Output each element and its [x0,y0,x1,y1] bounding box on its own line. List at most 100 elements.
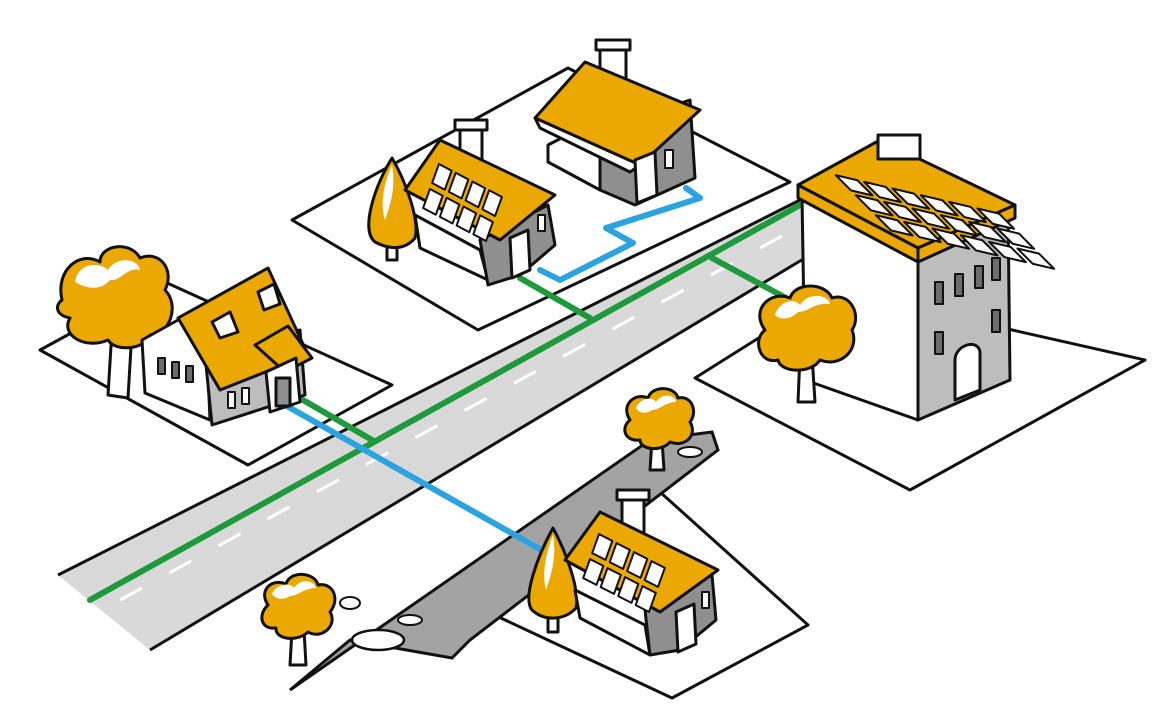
footpath-stone-3 [339,596,361,610]
solar-panel [481,189,503,217]
water-line-back [537,185,703,283]
apartment-roof-unit [876,133,922,161]
path-tree-right-crown [623,387,695,450]
left-house-window-3 [185,365,194,383]
power-line-to-center-house [517,275,593,321]
solar-panel [472,214,494,242]
road-dash [414,424,439,439]
solar-panel [582,558,605,586]
apartment-window-1 [934,281,944,305]
solar-panel [591,533,614,561]
left-house [56,245,314,427]
front-house-door [674,602,698,654]
apartment-window-3 [974,265,984,289]
center-tree-snow [382,165,394,220]
road-dash [513,370,537,385]
solar-panel [422,188,444,216]
power-line-main [87,202,803,603]
apartment-door [953,342,982,402]
road [57,198,806,652]
solar-panel [455,205,478,234]
solar-panel [617,576,640,604]
utility-lines [87,185,803,603]
left-house-gable [253,324,314,374]
center-house-door [508,228,532,280]
apartment-solar-panels [834,174,1056,270]
solar-panel [464,180,487,209]
solar-panel [891,187,931,210]
center-house-solar-panels [422,163,503,242]
solar-panel [911,207,951,230]
solar-panel [643,560,666,588]
front-house-tree [527,526,579,634]
road-surface [58,200,805,650]
solar-panel [976,207,1016,230]
back-house-door [633,150,659,205]
solar-panel [634,585,657,613]
left-house-window-4 [227,391,236,409]
solar-panel [599,567,622,595]
center-solar-house [367,118,557,287]
footpath-stone-1 [350,628,406,652]
left-house-window-1 [157,357,166,375]
center-house-window [537,214,546,232]
road-dash [660,288,685,304]
left-house-tree [56,245,174,400]
center-tree-crown [367,156,418,249]
apartment-window-4 [991,257,1001,281]
solar-panel [959,234,999,257]
road-dash [759,234,783,250]
front-solar-house [527,488,720,657]
road-edge-bottom [149,256,806,652]
road-dash [168,559,192,575]
solar-panel [919,194,959,217]
front-tree-snow [544,535,555,590]
road-dash [316,478,340,494]
apartment-window-2 [954,273,964,297]
solar-panel [903,220,942,244]
solar-panel [996,227,1036,250]
center-house-tree [367,156,418,262]
solar-panel [608,542,631,570]
apartment-tree [757,284,858,404]
center-house-chimney-cap [453,118,489,132]
road-center-dashes [119,234,783,602]
footpath-stone-2 [397,614,423,626]
apartment-window-5 [934,331,944,355]
front-house-solar-panels [582,533,666,613]
solar-panel [863,180,902,204]
solar-panel [988,240,1027,264]
solar-panel [883,200,922,224]
road-dash [611,315,636,331]
left-house-dormer-window-2 [256,282,282,312]
left-house-dormer-window-1 [210,310,240,340]
apartment-window-6 [991,309,1001,333]
left-house-door [274,376,292,408]
back-house-roof-eave [533,116,642,174]
road-dash [266,505,291,521]
path-tree-left [260,572,337,667]
left-house-window-5 [241,387,250,405]
road-dash [119,586,143,602]
road-dash [562,342,586,358]
solar-panel [834,174,874,197]
apartment-tree-snow [775,295,830,319]
road-dash [463,397,488,412]
solar-panel [854,194,894,217]
solar-panel [438,196,461,225]
path-tree-right [623,387,695,472]
left-tree-snow [75,260,140,288]
power-line-to-left-house [300,397,375,443]
front-house-chimney-cap [615,488,651,502]
solar-panel [948,200,987,224]
solar-panel [874,214,914,237]
back-house-window [664,149,674,169]
solar-panel [447,171,470,200]
solar-panel [931,227,971,250]
footpath-stone-4 [677,446,703,458]
solar-panel [1016,247,1056,270]
back-house [533,38,702,207]
front-tree-crown [527,526,579,620]
power-line-to-apartment [709,255,789,301]
